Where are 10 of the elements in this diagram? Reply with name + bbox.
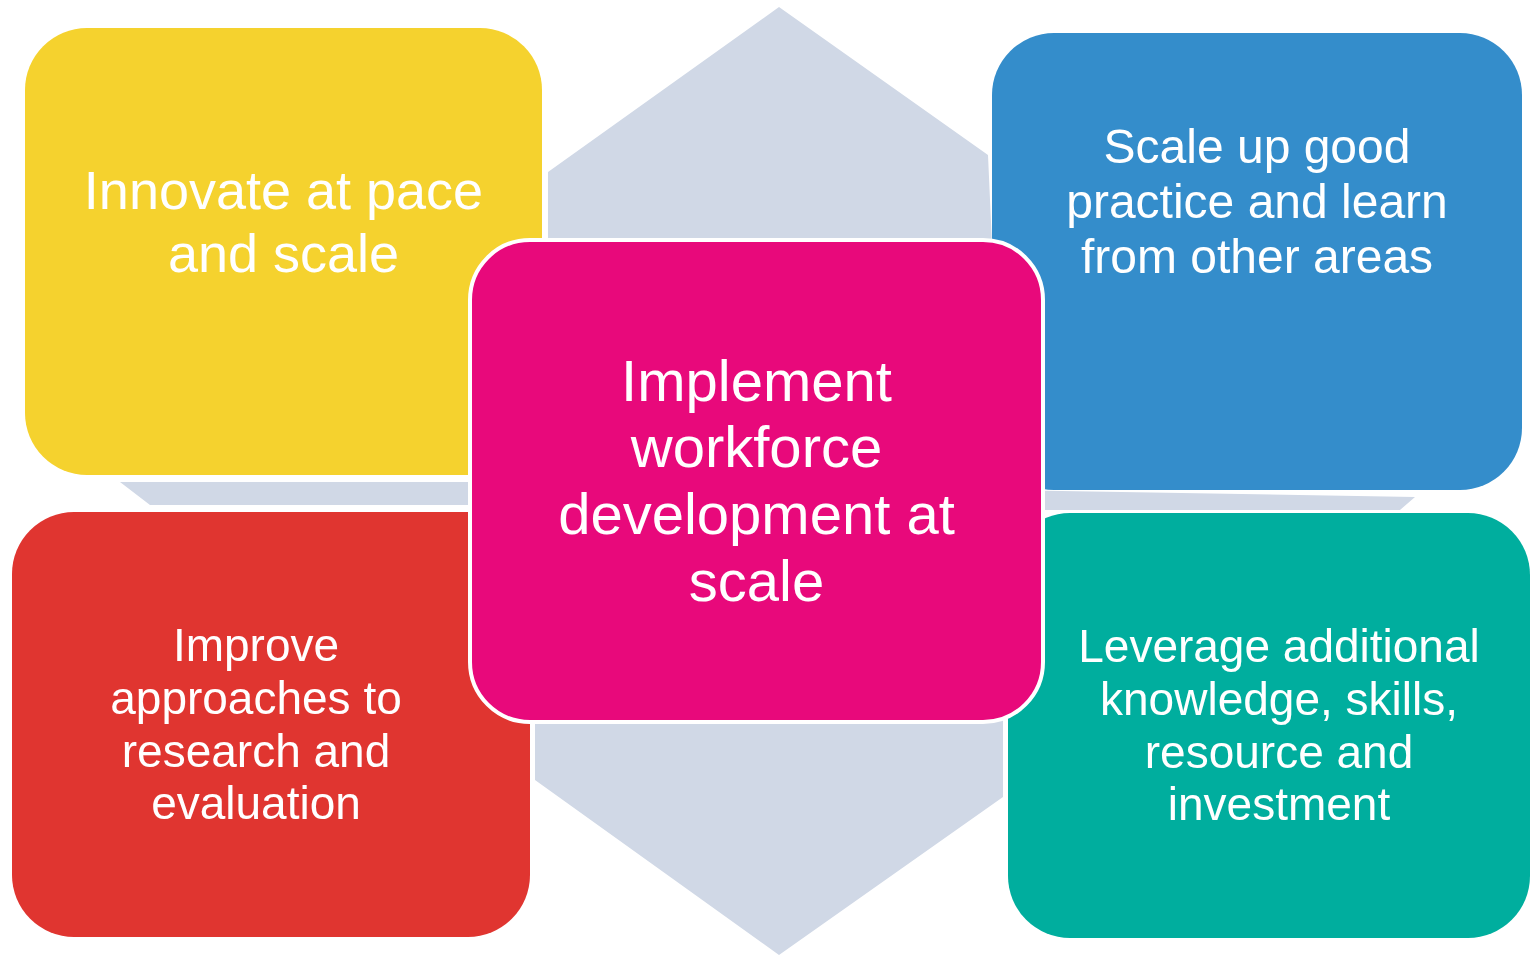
- card-text: Implement workforce development at scale: [557, 347, 956, 615]
- card-text: Improve approaches to research and evaluation: [109, 618, 403, 831]
- rounded-card: [992, 33, 1522, 490]
- rounded-card: [468, 238, 1045, 724]
- rounded-card: [1008, 513, 1530, 938]
- rounded-card: [12, 512, 530, 937]
- card-text: Innovate at pace and scale: [82, 159, 485, 284]
- card-text: Leverage additional knowledge, skills, resource and investment: [1077, 619, 1481, 832]
- card-text: Scale up good practice and learn from other areas: [1065, 118, 1449, 285]
- rounded-card: [25, 28, 542, 475]
